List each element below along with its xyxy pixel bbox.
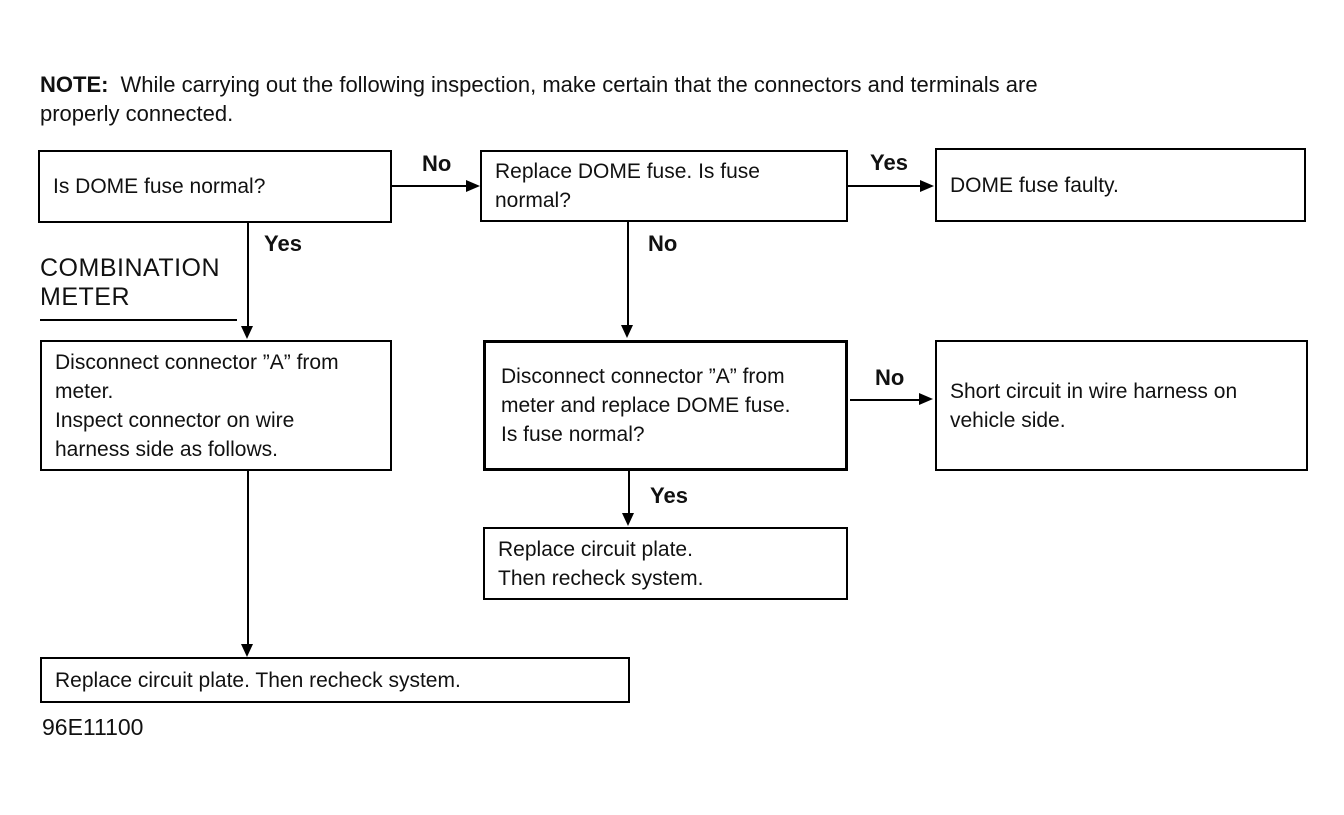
- box-text: Disconnect connector ”A” from meter and …: [501, 365, 791, 446]
- box-text: Is DOME fuse normal?: [53, 175, 266, 198]
- arrowhead-down-icon: [241, 644, 253, 657]
- box-text: Replace circuit plate. Then recheck syst…: [498, 537, 704, 590]
- arrowhead-right-icon: [919, 393, 933, 405]
- arrowhead-down-icon: [622, 513, 634, 526]
- flowchart-box-replace-circuit-plate-recheck-bottom: Replace circuit plate. Then recheck syst…: [40, 657, 630, 703]
- flowchart-box-is-dome-fuse-normal: Is DOME fuse normal?: [38, 150, 392, 223]
- arrow-line-b2-to-b5: [627, 222, 629, 327]
- box-text: Replace circuit plate. Then recheck syst…: [55, 668, 461, 692]
- figure-code: 96E11100: [42, 714, 144, 740]
- arrow-line-b5-to-b6: [850, 399, 921, 401]
- flowchart-box-short-circuit-vehicle-side: Short circuit in wire harness on vehicle…: [935, 340, 1308, 471]
- arrow-line-b1-to-b2: [392, 185, 468, 187]
- arrow-line-b2-to-b3: [848, 185, 922, 187]
- arrowhead-right-icon: [466, 180, 480, 192]
- edge-label-yes: Yes: [650, 483, 688, 508]
- section-label-combination-meter: COMBINATION METER: [40, 254, 237, 321]
- arrowhead-down-icon: [621, 325, 633, 338]
- arrow-line-b1-to-b4: [247, 223, 249, 328]
- flowchart-box-disconnect-connector-replace-fuse: Disconnect connector ”A” from meter and …: [483, 340, 848, 471]
- note-body-text: While carrying out the following inspect…: [40, 72, 1038, 126]
- arrowhead-down-icon: [241, 326, 253, 339]
- box-text: DOME fuse faulty.: [950, 173, 1119, 197]
- box-text: Short circuit in wire harness on vehicle…: [950, 379, 1238, 432]
- arrow-line-b4-to-b8: [247, 471, 249, 646]
- edge-label-no: No: [422, 151, 452, 176]
- flowchart-box-dome-fuse-faulty: DOME fuse faulty.: [935, 148, 1306, 222]
- box-text: Replace DOME fuse. Is fuse normal?: [495, 160, 760, 212]
- note-label: NOTE:: [40, 72, 109, 97]
- flowchart-box-disconnect-connector-inspect: Disconnect connector ”A” from meter. Ins…: [40, 340, 392, 471]
- edge-label-no: No: [648, 231, 678, 256]
- section-label-text: COMBINATION METER: [40, 254, 221, 311]
- edge-label-yes: Yes: [870, 150, 908, 175]
- edge-label-yes: Yes: [264, 231, 302, 256]
- box-text: Disconnect connector ”A” from meter. Ins…: [55, 350, 339, 461]
- edge-label-no: No: [875, 365, 905, 390]
- arrow-line-b5-to-b7: [628, 471, 630, 515]
- arrowhead-right-icon: [920, 180, 934, 192]
- note: NOTE:While carrying out the following in…: [40, 70, 1320, 128]
- flowchart-box-replace-dome-fuse: Replace DOME fuse. Is fuse normal?: [480, 150, 848, 222]
- flowchart-box-replace-circuit-plate-recheck: Replace circuit plate. Then recheck syst…: [483, 527, 848, 600]
